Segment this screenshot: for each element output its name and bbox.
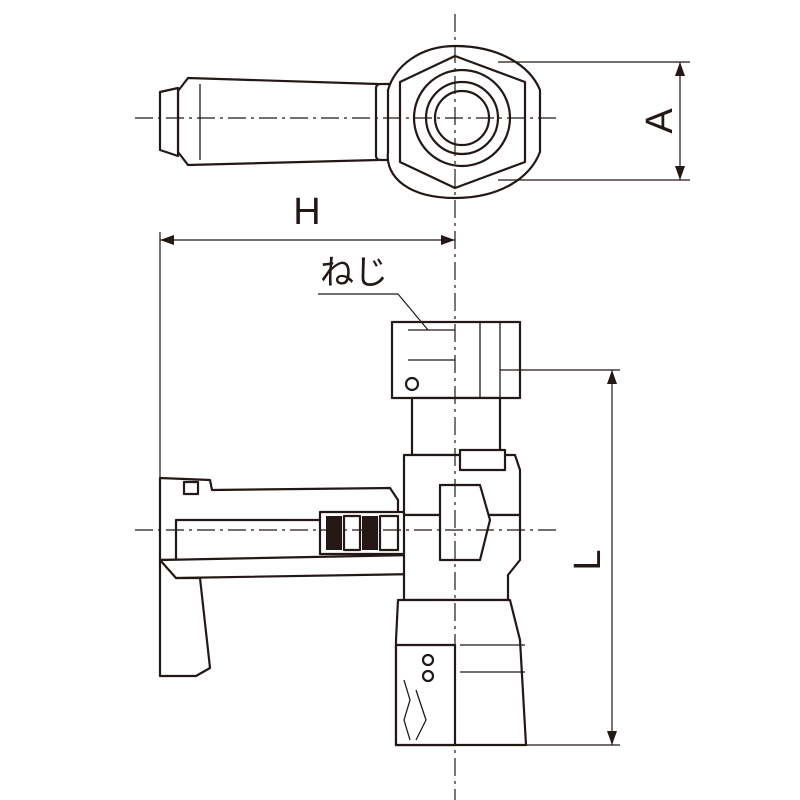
top-handle-tip	[158, 86, 180, 158]
thread-label: ねじ	[320, 253, 388, 293]
dimension-h: H	[159, 191, 455, 480]
dimension-a: A	[498, 61, 690, 181]
dimension-label-l: L	[567, 549, 609, 570]
side-view	[158, 320, 528, 747]
dimension-label-a: A	[639, 108, 681, 134]
valve-neck	[410, 396, 502, 457]
top-view	[158, 44, 542, 200]
thread-nut	[390, 320, 522, 400]
dimension-l: L	[500, 369, 620, 746]
dimension-label-h: H	[293, 191, 320, 233]
thread-callout: ねじ	[318, 253, 429, 331]
top-handle-lever	[176, 76, 380, 167]
center-lines	[135, 14, 560, 800]
